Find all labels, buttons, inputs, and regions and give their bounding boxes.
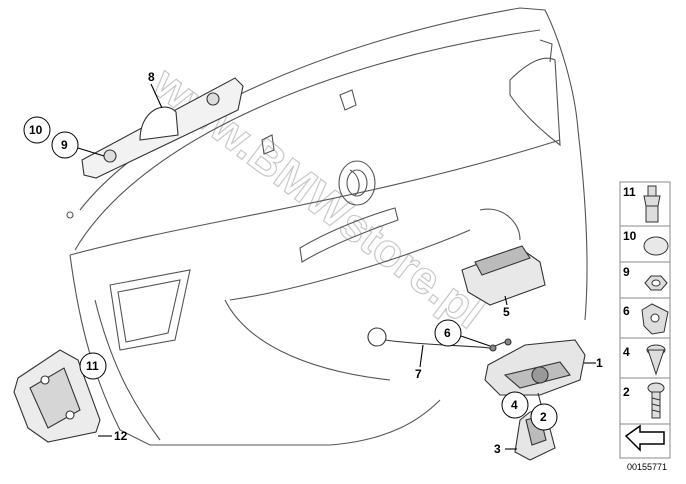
svg-text:2: 2	[623, 385, 630, 399]
callout-2: 2	[530, 403, 558, 431]
navigation-arrow-icon	[624, 424, 665, 452]
watermark: www.BMWstore.pl	[143, 56, 494, 339]
svg-text:11: 11	[623, 185, 636, 199]
nut-icon	[644, 275, 668, 291]
svg-text:10: 10	[623, 229, 637, 243]
callout-6: 6	[434, 319, 491, 347]
callout-11: 11	[79, 352, 107, 380]
svg-text:9: 9	[61, 138, 68, 152]
svg-text:6: 6	[623, 304, 630, 318]
svg-text:6: 6	[444, 326, 451, 340]
part-8-handle-strip	[81, 77, 244, 179]
part-7-release-cable	[367, 327, 512, 368]
part-1-latch	[484, 339, 596, 396]
callout-9: 9	[51, 131, 105, 159]
svg-text:5: 5	[503, 305, 510, 319]
parts-legend: 11 10 9 6 4	[619, 181, 671, 472]
part-12-actuator	[13, 349, 112, 443]
callout-8: 8	[148, 70, 155, 84]
callout-3: 3	[494, 442, 501, 456]
screw-icon	[647, 382, 665, 419]
svg-text:11: 11	[86, 359, 99, 373]
tailgate-illustration	[66, 7, 588, 446]
countersunk-screw-icon	[646, 344, 666, 376]
callout-10: 10	[23, 116, 51, 144]
callout-7: 7	[415, 367, 422, 381]
svg-text:4: 4	[623, 345, 630, 359]
reference-number: 00155771	[627, 462, 667, 472]
part-5-switch	[461, 245, 546, 306]
cable-holder-icon	[641, 303, 669, 335]
svg-text:8: 8	[148, 70, 155, 84]
svg-text:1: 1	[596, 356, 603, 370]
svg-text:10: 10	[29, 123, 43, 137]
svg-text:2: 2	[540, 410, 547, 424]
svg-text:4: 4	[511, 398, 518, 412]
callout-1: 1	[596, 356, 603, 370]
connector-clip-icon	[643, 185, 661, 223]
svg-text:7: 7	[415, 367, 422, 381]
cap-icon	[643, 236, 669, 256]
callout-5: 5	[503, 305, 510, 319]
svg-text:3: 3	[494, 442, 501, 456]
callout-4: 4	[501, 391, 529, 419]
svg-text:12: 12	[114, 429, 128, 443]
svg-text:9: 9	[623, 265, 630, 279]
callout-12: 12	[114, 429, 128, 443]
